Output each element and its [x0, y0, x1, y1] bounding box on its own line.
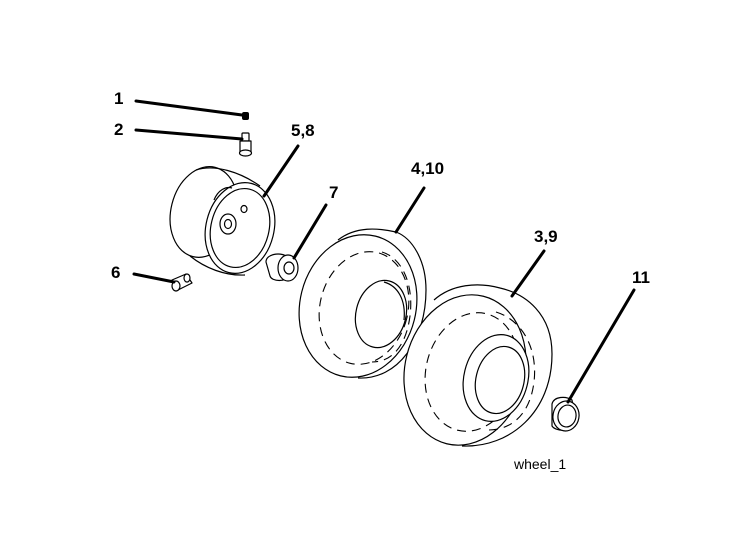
callout-11: 11 — [632, 268, 650, 287]
leader-lines — [132, 99, 636, 404]
part-bushing — [265, 253, 299, 282]
diagram-caption: wheel_1 — [513, 456, 566, 472]
part-valve-cap — [242, 112, 249, 120]
callout-7: 7 — [329, 183, 338, 202]
callout-1: 1 — [114, 89, 123, 108]
part-rear-bushing — [551, 396, 580, 432]
part-bolt — [171, 273, 193, 292]
callout-3-9: 3,9 — [534, 227, 558, 246]
part-front-tire — [298, 228, 427, 379]
callout-2: 2 — [114, 120, 123, 139]
callout-4-10: 4,10 — [411, 159, 444, 178]
part-valve-stem — [238, 132, 253, 157]
part-rim — [169, 166, 276, 276]
callout-6: 6 — [111, 263, 120, 282]
part-rear-tire — [403, 284, 553, 447]
callout-5-8: 5,8 — [291, 121, 315, 140]
